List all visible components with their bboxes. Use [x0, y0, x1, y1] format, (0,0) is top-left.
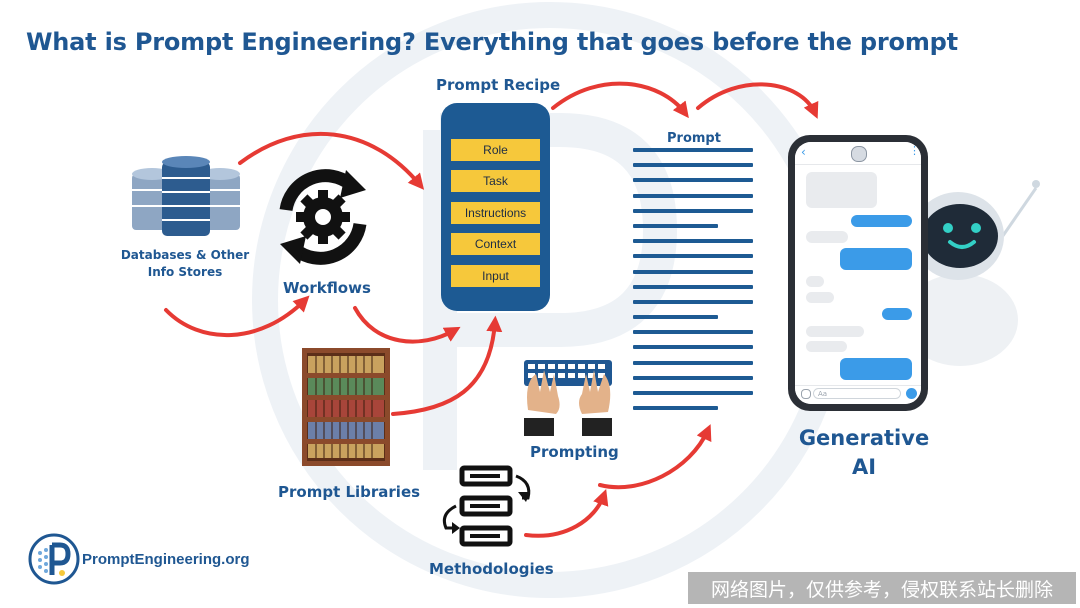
label-ai: AI: [851, 455, 877, 479]
chat-bubble-received: [806, 326, 864, 337]
label-workflows: Workflows: [283, 279, 371, 297]
chat-bubble-received: [806, 341, 847, 352]
typing-hands-icon: [524, 360, 612, 436]
chat-bubble-received: [806, 172, 877, 208]
label-databases: Databases & Other Info Stores: [120, 248, 250, 279]
database-icon: [132, 156, 240, 236]
bookshelf-icon: [302, 348, 390, 466]
arrow-databases-to-recipe: [238, 132, 425, 190]
methodology-stack-icon: [442, 465, 531, 547]
label-methodologies: Methodologies: [429, 560, 554, 578]
chat-bubble-sent: [840, 358, 912, 380]
label-generative: Generative: [798, 426, 930, 450]
image-credit-banner: 网络图片，仅供参考，侵权联系站长删除: [688, 572, 1076, 604]
footer-brand: PromptEngineering.org: [82, 551, 250, 568]
arrow-methodologies-to-prompting: [524, 488, 609, 538]
label-prompt-libraries: Prompt Libraries: [278, 483, 421, 501]
prompt-engineering-logo: [28, 533, 80, 585]
message-input[interactable]: Aa: [813, 388, 901, 399]
send-icon[interactable]: [906, 388, 917, 399]
recipe-item-task: Task: [451, 170, 540, 192]
robot-mascot-icon: [902, 180, 1040, 366]
prompt-heading: Prompt: [667, 131, 721, 146]
gear-cycle-icon: [279, 169, 367, 265]
recipe-item-role: Role: [451, 139, 540, 161]
prompt-recipe-card: Role Task Instructions Context Input: [441, 103, 550, 311]
chat-bubble-received: [806, 292, 834, 303]
arrow-libraries-to-recipe: [391, 315, 503, 416]
phone-mockup: ‹ ⋮ Aa: [788, 135, 928, 411]
more-options-icon[interactable]: ⋮: [909, 144, 920, 157]
arrow-workflows-to-recipe: [353, 306, 461, 344]
chat-bubble-received: [806, 231, 848, 243]
prompt-text-lines: [633, 148, 755, 421]
recipe-heading: Prompt Recipe: [436, 76, 561, 94]
chat-bubble-sent: [882, 308, 912, 320]
back-arrow-icon[interactable]: ‹: [801, 145, 806, 159]
arrow-prompting-to-prompt: [598, 424, 712, 490]
page-title: What is Prompt Engineering? Everything t…: [26, 28, 958, 56]
chat-bubble-received: [806, 276, 824, 287]
label-prompting: Prompting: [530, 443, 619, 461]
label-generative-ai: Generative AI: [794, 424, 934, 482]
recipe-item-instructions: Instructions: [451, 202, 540, 224]
add-attachment-icon[interactable]: [801, 389, 811, 399]
arrow-databases-to-workflows: [164, 295, 310, 337]
arrow-prompt-to-ai: [696, 82, 819, 119]
recipe-item-context: Context: [451, 233, 540, 255]
contact-avatar: [851, 146, 867, 162]
arrow-recipe-to-prompt: [551, 81, 689, 119]
chat-bubble-sent: [851, 215, 912, 227]
chat-bubble-sent: [840, 248, 912, 270]
recipe-item-input: Input: [451, 265, 540, 287]
phone-screen: ‹ ⋮ Aa: [795, 142, 921, 404]
